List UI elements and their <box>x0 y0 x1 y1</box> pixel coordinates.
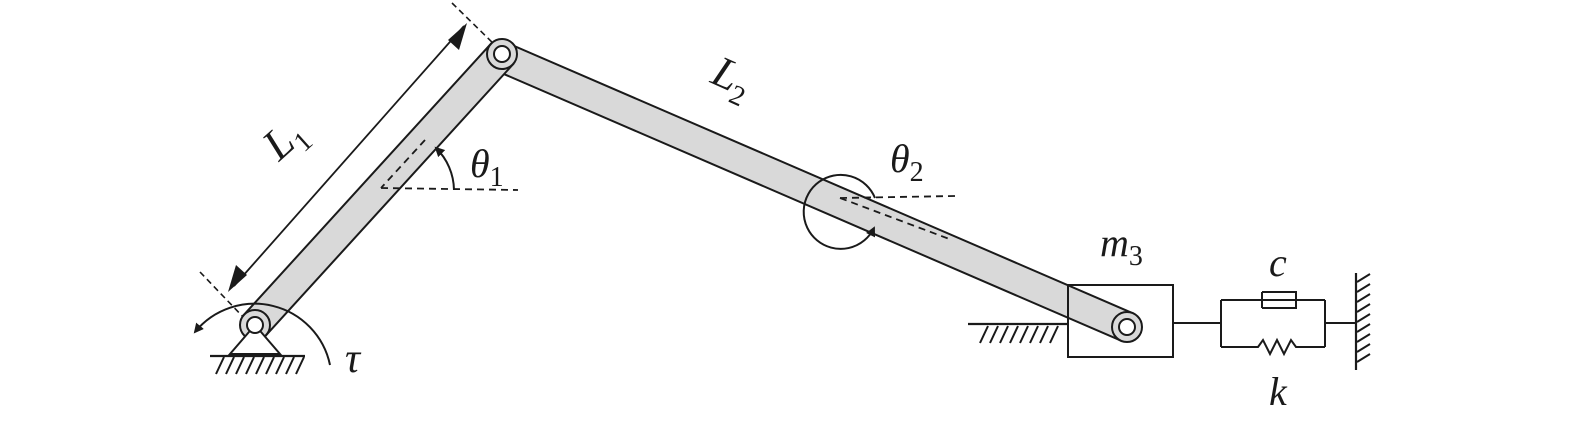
link-2 <box>494 41 1143 343</box>
torque-arrow <box>193 302 331 366</box>
link2-length-label: L2 <box>701 46 760 113</box>
theta1-dashed-axis <box>380 139 426 189</box>
slider-ground-hatch <box>979 325 1059 344</box>
link2-bar <box>494 41 1135 343</box>
ground-hatch <box>215 356 305 375</box>
ground-pivot <box>210 316 305 375</box>
link-1 <box>239 38 1136 341</box>
mass-block <box>1067 284 1174 358</box>
link1-length-dimension <box>199 2 501 321</box>
damper-label: c <box>1269 240 1287 285</box>
pivot-triangle <box>227 323 283 355</box>
torque-label: τ <box>345 336 362 382</box>
link1-length-label: L1 <box>252 107 319 175</box>
link1-bar <box>242 42 515 337</box>
theta1-reference-line <box>380 187 519 191</box>
theta2-dashed-axis <box>839 197 953 241</box>
elbow-pin <box>493 45 511 63</box>
spring-damper-assembly <box>1220 273 1371 370</box>
theta2-label: θ2 <box>890 136 924 188</box>
wall-hatch <box>1356 273 1371 363</box>
theta2-arc <box>802 173 876 250</box>
damper-symbol <box>1221 291 1325 309</box>
mass-label: m3 <box>1100 220 1143 272</box>
pivot-pin <box>246 316 264 334</box>
angle-theta1 <box>380 139 519 191</box>
theta1-label: θ1 <box>470 141 504 193</box>
link1-dimension-line <box>233 25 465 287</box>
dimension-arrow-down <box>228 265 247 292</box>
spring-symbol <box>1221 337 1325 357</box>
slider-block <box>968 284 1221 358</box>
angle-theta2 <box>802 173 956 250</box>
theta1-arc <box>434 146 455 191</box>
spring-label: k <box>1269 369 1288 414</box>
torque-arc <box>193 302 331 366</box>
dimension-extension-bottom <box>199 271 247 321</box>
dimension-arrow-up <box>448 23 467 50</box>
slider-pin <box>1118 318 1136 336</box>
